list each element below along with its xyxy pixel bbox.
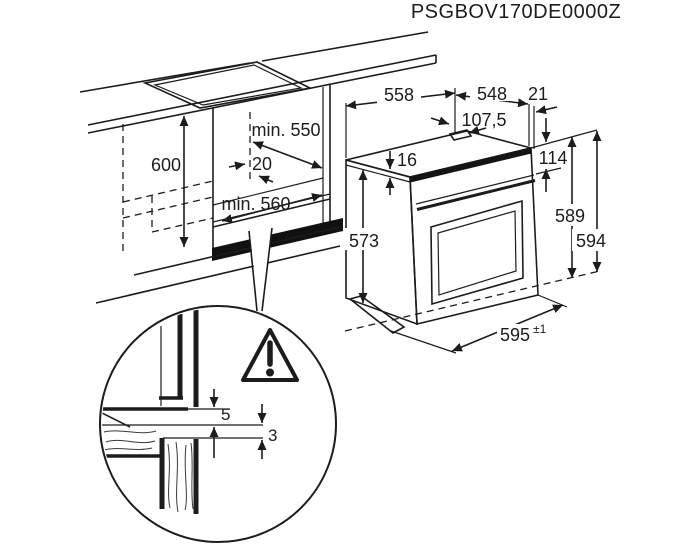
oven-top-edge-band: [410, 148, 532, 183]
page-title: PSGBOV170DE0000Z: [411, 1, 621, 23]
vent-tab: [448, 129, 473, 141]
dim-label-558: 558: [384, 85, 414, 105]
plinth-vent-strip: [212, 218, 343, 261]
dim-detail-bottom-gap: 3: [257, 404, 277, 459]
section-drawing: [102, 308, 263, 514]
wood-grain: [103, 430, 194, 513]
dim-rear-gap: 20: [228, 154, 274, 185]
dim-overhang: 21: [528, 84, 558, 115]
dim-side-height: 573: [345, 170, 383, 303]
detail-callout: 5 3: [99, 226, 337, 543]
warning-icon: [241, 328, 299, 382]
dim-detail-top-gap: 5: [209, 389, 230, 458]
dim-label-min560: min. 560: [221, 194, 290, 214]
dim-top-edge: 16: [385, 150, 417, 195]
dim-label-594: 594: [576, 231, 606, 251]
dim-label-548: 548: [477, 84, 507, 104]
oven-foot: [348, 295, 406, 334]
cabinet-niche: [95, 85, 343, 304]
control-panel-separator: [416, 179, 536, 211]
dim-label-600: 600: [151, 155, 181, 175]
cooktop-cutout: [142, 61, 313, 109]
dim-label-16: 16: [397, 150, 417, 170]
dim-label-595-tolerance: ±1: [533, 322, 547, 336]
hidden-compartment: [122, 180, 214, 233]
dim-niche-depth: min. 550: [251, 120, 323, 169]
dim-rear-height: 589: [551, 137, 589, 278]
dim-label-107-5: 107,5: [461, 110, 506, 130]
oven-dimensions: 558 548 21 107,5 16 114 573: [344, 84, 610, 354]
dim-panel-height: 114: [539, 118, 568, 192]
oven-door-window: [430, 199, 524, 306]
dim-label-595: 595: [500, 325, 530, 345]
dim-label-21: 21: [528, 84, 548, 104]
dim-front-height: 594: [572, 131, 610, 272]
dim-niche-width: min. 560: [221, 193, 323, 223]
dim-oven-depth: 558: [345, 85, 456, 110]
dim-label-5: 5: [221, 405, 230, 424]
dim-cabinet-height: 600: [151, 116, 189, 247]
dim-label-114: 114: [539, 148, 568, 168]
dim-label-573: 573: [349, 231, 379, 251]
dim-oven-top-width: 548: [455, 84, 529, 108]
dim-label-20: 20: [252, 154, 272, 174]
dim-label-3: 3: [268, 426, 277, 445]
dim-label-min550: min. 550: [251, 120, 320, 140]
callout-notch: [249, 226, 273, 314]
dim-vent-offset: 107,5: [430, 110, 507, 135]
dim-front-width: 595 ±1: [451, 304, 564, 352]
worktop: [79, 31, 437, 134]
dim-label-589: 589: [555, 206, 585, 226]
